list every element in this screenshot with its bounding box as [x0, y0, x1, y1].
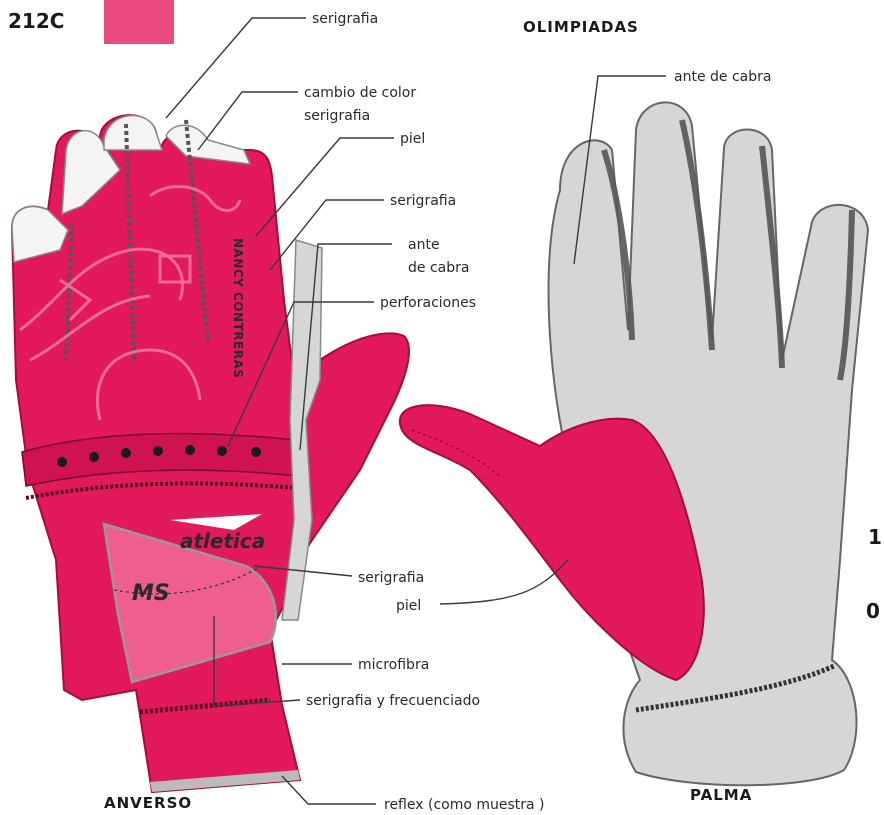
- perforation-hole: [251, 447, 261, 457]
- label-piel-1: piel: [400, 131, 425, 147]
- label-cambio-color-2: serigrafia: [304, 108, 370, 124]
- label-ante-2: de cabra: [408, 260, 469, 276]
- label-serigrafia-frecuenciado: serigrafia y frecuenciado: [306, 693, 480, 709]
- label-ante-1: ante: [408, 237, 440, 253]
- glove-back: NANCY CONTRERAS atletica MS: [12, 115, 409, 792]
- palm-leather-piece: [400, 405, 704, 680]
- name-print: NANCY CONTRERAS: [231, 238, 245, 378]
- label-microfibra: microfibra: [358, 657, 429, 673]
- collection-title: OLIMPIADAS: [523, 18, 639, 36]
- label-ante-palm: ante de cabra: [674, 69, 771, 85]
- caption-anverso: ANVERSO: [104, 794, 192, 812]
- label-piel-2: piel: [396, 598, 421, 614]
- perforation-hole: [121, 448, 131, 458]
- atletica-logo: atletica: [170, 514, 265, 553]
- label-reflex: reflex (como muestra ): [384, 797, 545, 813]
- label-perforaciones: perforaciones: [380, 295, 476, 311]
- patch-logo: MS: [132, 581, 170, 606]
- color-code: 212C: [8, 9, 64, 33]
- label-serigrafia-1: serigrafia: [312, 11, 378, 27]
- leader-serigrafia-1: [166, 18, 306, 118]
- side-mark-bottom: 0: [866, 599, 880, 623]
- leader-serigrafia-2: [270, 200, 384, 270]
- side-mark-top: 1: [868, 525, 882, 549]
- label-cambio-color-1: cambio de color: [304, 85, 416, 101]
- glove-palm: [400, 102, 868, 785]
- label-serigrafia-2: serigrafia: [390, 193, 456, 209]
- perforation-hole: [217, 446, 227, 456]
- atletica-logo-text: atletica: [180, 529, 265, 553]
- color-swatch: [104, 0, 174, 44]
- perforation-hole: [153, 446, 163, 456]
- perforation-hole: [185, 445, 195, 455]
- label-serigrafia-3: serigrafia: [358, 570, 424, 586]
- perforation-hole: [57, 457, 67, 467]
- perforation-hole: [89, 452, 99, 462]
- caption-palma: PALMA: [690, 786, 752, 804]
